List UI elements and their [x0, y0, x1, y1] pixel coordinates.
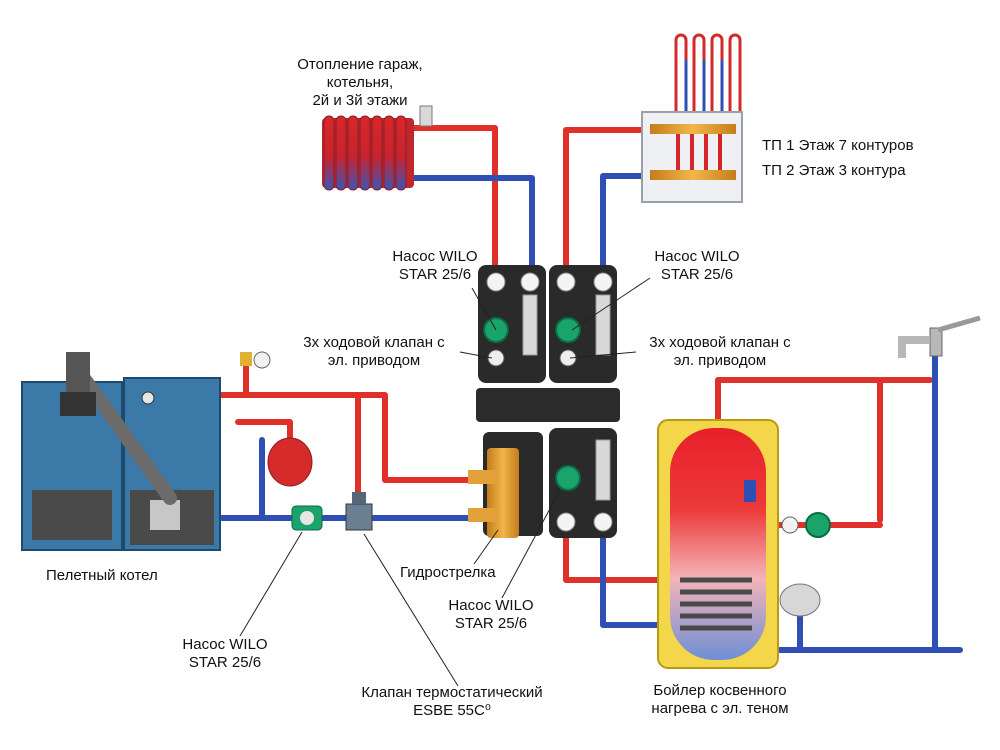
- boiler-supply-pipe: [219, 392, 473, 483]
- valve-left-label: 3х ходовой клапан с эл. приводом: [286, 334, 462, 370]
- pump-bottom-line-2: STAR 25/6: [454, 615, 528, 632]
- thermo-line-2: ESBE 55C⁰: [413, 702, 491, 719]
- valve-left-line-2: эл. приводом: [327, 352, 421, 369]
- floor-supply-pipe: [563, 127, 653, 271]
- valve-right-line-2: эл. приводом: [673, 352, 767, 369]
- tank-line-1: Бойлер косвенного: [653, 682, 787, 699]
- coil-supply-pipe: [563, 527, 683, 583]
- hydraulic-separator-label: Гидрострелка: [400, 564, 496, 581]
- pump-group-top-left: [478, 265, 546, 383]
- pump-group-top-right: [549, 265, 617, 383]
- pellet-boiler-label: Пелетный котел: [46, 567, 158, 584]
- heating-label-line-1: Отопление гараж,: [297, 56, 423, 73]
- faucet: [898, 315, 981, 358]
- heating-circuit-label: Отопление гараж, котельня, 2й и 3й этажи: [270, 56, 450, 110]
- leader-lines: [239, 277, 651, 687]
- coil-return-pipe: [600, 527, 683, 628]
- cold-water-pipe: [932, 347, 963, 653]
- safety-group: [240, 351, 271, 369]
- pump-top-right-label: Насос WILO STAR 25/6: [642, 248, 752, 284]
- boiler-pump: [291, 505, 323, 531]
- pump-top-right-line-2: STAR 25/6: [660, 266, 734, 283]
- dhw-tank-label: Бойлер косвенного нагрева с эл. теном: [630, 682, 810, 718]
- pump-top-left-label: Насос WILO STAR 25/6: [380, 248, 490, 284]
- floor-return-pipe: [600, 173, 653, 271]
- pump-top-right-line-1: Насос WILO: [654, 248, 740, 265]
- valve-right-label: 3х ходовой клапан с эл. приводом: [632, 334, 808, 370]
- tp1-label: ТП 1 Этаж 7 контуров: [762, 137, 914, 154]
- pump-boiler-line-1: Насос WILO: [182, 636, 268, 653]
- floor-manifold-cabinet: [641, 111, 743, 203]
- radiator: [322, 105, 433, 191]
- pump-top-left-line-2: STAR 25/6: [398, 266, 472, 283]
- dhw-tank: [657, 419, 779, 669]
- pipes: [219, 125, 963, 653]
- expansion-branch-pipe: [235, 419, 293, 443]
- tank-line-2: нагрева с эл. теном: [651, 700, 789, 717]
- pump-top-left-line-1: Насос WILO: [392, 248, 478, 265]
- hydraulic-separator: [468, 432, 543, 538]
- expansion-vessel-dhw: [779, 583, 821, 617]
- thermo-line-1: Клапан термостатический: [361, 684, 543, 701]
- heating-label-line-2: котельня,: [326, 74, 394, 91]
- pump-bottom-line-1: Насос WILO: [448, 597, 534, 614]
- distribution-manifold: [476, 388, 620, 422]
- hot-water-pipe: [715, 377, 933, 423]
- pump-boiler-line-2: STAR 25/6: [188, 654, 262, 671]
- pump-boiler-label: Насос WILO STAR 25/6: [170, 636, 280, 672]
- valve-left-line-1: 3х ходовой клапан с: [303, 334, 445, 351]
- thermostatic-valve: [345, 492, 373, 531]
- recirc-pump: [781, 512, 831, 538]
- radiator-supply-pipe: [409, 125, 498, 271]
- pellet-boiler: [21, 352, 221, 551]
- thermostatic-valve-label: Клапан термостатический ESBE 55C⁰: [352, 684, 552, 720]
- expansion-vessel-heating: [267, 437, 313, 487]
- radiator-return-pipe: [409, 175, 535, 271]
- pump-bottom-label: Насос WILO STAR 25/6: [436, 597, 546, 633]
- heating-label-line-3: 2й и 3й этажи: [312, 92, 408, 109]
- valve-right-line-1: 3х ходовой клапан с: [649, 334, 791, 351]
- tp2-label: ТП 2 Этаж 3 контура: [762, 162, 906, 179]
- pump-group-bottom: [549, 428, 617, 538]
